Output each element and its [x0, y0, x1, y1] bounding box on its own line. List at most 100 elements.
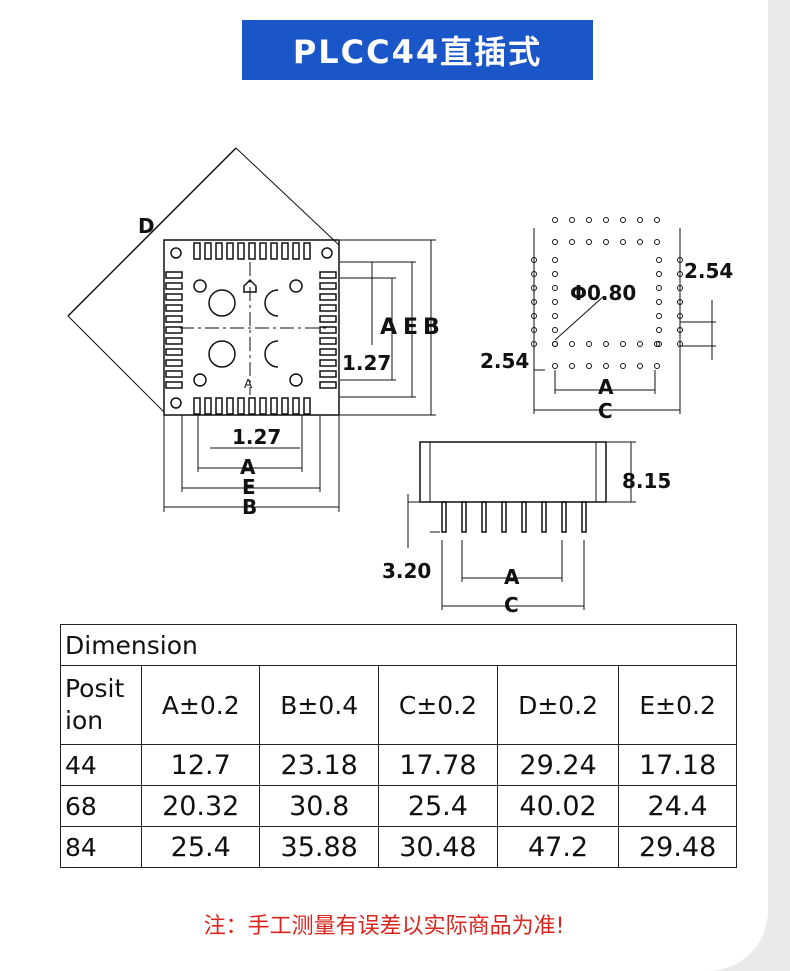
pin: [165, 293, 183, 301]
table-cell: 12.7: [140, 744, 261, 786]
table-cell: 44: [60, 744, 142, 786]
pin: [165, 282, 183, 290]
corner-hole: [170, 247, 182, 259]
pin: [259, 397, 267, 415]
pin: [165, 271, 183, 279]
side-pin: [481, 501, 487, 533]
pin: [165, 381, 183, 389]
side-pin: [461, 501, 467, 533]
footprint-hole: [552, 299, 558, 305]
footprint-hole: [656, 285, 662, 291]
footprint-hole: [552, 257, 558, 263]
footprint-hole: [654, 341, 660, 347]
pins-bottom: [193, 397, 311, 415]
footprint-hole: [656, 327, 662, 333]
label-hole-diameter: Φ0.80: [570, 281, 636, 305]
footprint-hole: [620, 217, 626, 223]
table-cell: 40.02: [496, 785, 620, 827]
footprint-hole: [569, 239, 575, 245]
label-pitch-bottom: 1.27: [232, 425, 281, 449]
column-e: E±0.2: [618, 665, 737, 745]
footprint-hole: [637, 239, 643, 245]
footprint-hole: [654, 363, 660, 369]
table-cell: 35.88: [259, 826, 379, 868]
pin: [226, 242, 234, 260]
footprint-hole: [620, 363, 626, 369]
table-cell: 68: [60, 785, 142, 827]
table-cell: 47.2: [496, 826, 620, 868]
label-b-right: B: [423, 315, 440, 340]
table-column-headers: Posit ion A±0.2 B±0.4 C±0.2 D±0.2 E±0.2: [60, 665, 737, 745]
label-e-right: E: [403, 315, 418, 340]
pin: [226, 397, 234, 415]
side-pin: [561, 501, 567, 533]
label-e-bottom: E: [242, 475, 256, 499]
pin: [292, 397, 300, 415]
footprint-hole: [637, 341, 643, 347]
pin: [319, 359, 337, 367]
page-card: PLCC44直插式: [0, 0, 768, 971]
side-pin: [501, 501, 507, 533]
inner-circle: [208, 340, 236, 368]
table-row: 68 20.32 30.8 25.4 40.02 24.4: [60, 785, 737, 827]
pin: [165, 359, 183, 367]
label-side-c: C: [504, 593, 519, 617]
pin: [259, 242, 267, 260]
pin: [215, 242, 223, 260]
footprint-hole: [569, 341, 575, 347]
pin: [237, 242, 245, 260]
column-a: A±0.2: [140, 665, 261, 745]
pin: [319, 271, 337, 279]
inner-arc: [264, 289, 279, 317]
label-d: D: [138, 214, 155, 238]
table-cell: 30.48: [377, 826, 498, 868]
package-outline: [163, 239, 340, 416]
footprint-hole: [586, 363, 592, 369]
pin: [248, 242, 256, 260]
footprint-labels: Φ0.80 2.54 2.54 A C: [480, 259, 733, 423]
pins-right: [319, 271, 337, 389]
label-fp-pitch-right: 2.54: [684, 259, 733, 283]
footprint-hole: [654, 239, 660, 245]
pin: [292, 242, 300, 260]
footprint-hole: [637, 363, 643, 369]
footprint-hole: [569, 217, 575, 223]
footprint-hole: [603, 239, 609, 245]
pin: [270, 397, 278, 415]
side-view: [407, 441, 636, 610]
pin: [319, 348, 337, 356]
inner-arc: [264, 340, 279, 368]
column-c: C±0.2: [377, 665, 498, 745]
pin: [248, 397, 256, 415]
page-title: PLCC44直插式: [242, 20, 593, 80]
table-cell: 30.8: [259, 785, 379, 827]
table-cell: 23.18: [259, 744, 379, 786]
pin: [193, 397, 201, 415]
footprint-hole: [552, 313, 558, 319]
socket-body: [419, 441, 607, 503]
side-pin: [521, 501, 527, 533]
column-position: Posit ion: [60, 665, 142, 745]
pin: [319, 370, 337, 378]
footprint-hole: [552, 271, 558, 277]
table-row: 44 12.7 23.18 17.78 29.24 17.18: [60, 744, 737, 786]
table-cell: 24.4: [618, 785, 737, 827]
side-view-labels: 8.15 3.20 A C: [382, 469, 671, 617]
footprint-hole: [586, 239, 592, 245]
pin: [319, 315, 337, 323]
footprint-hole: [552, 285, 558, 291]
pin: [237, 397, 245, 415]
label-fp-pitch-left: 2.54: [480, 349, 529, 373]
pin: [319, 326, 337, 334]
label-pin-length: 3.20: [382, 559, 431, 583]
pin: [303, 242, 311, 260]
footprint-hole: [654, 217, 660, 223]
footprint-hole: [552, 239, 558, 245]
label-a-right: A: [380, 315, 397, 340]
inner-hole: [193, 279, 207, 293]
label-a-bottom: A: [240, 455, 256, 479]
side-pin: [581, 501, 587, 533]
pin1-marker: [243, 278, 257, 293]
footprint-hole: [637, 217, 643, 223]
pin: [270, 242, 278, 260]
